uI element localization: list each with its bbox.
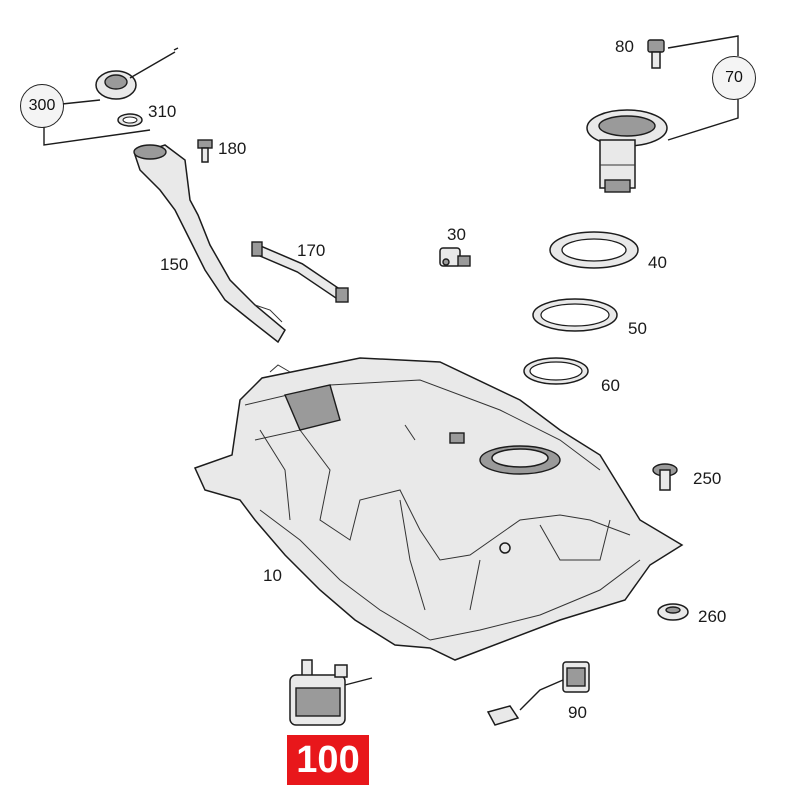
screw-180-part[interactable] [197,139,213,163]
callout-label-250[interactable]: 250 [693,469,722,488]
filler-pipe-part[interactable] [133,144,286,344]
sensor-30-part[interactable] [439,247,471,267]
bolt-250-part[interactable] [652,463,678,491]
fuel-tank-part[interactable] [193,357,684,661]
gasket-50-part[interactable] [532,298,618,332]
callout-label-30[interactable]: 30 [447,225,466,244]
hose-170-part[interactable] [251,241,349,303]
fuel-sender-70-part[interactable] [586,109,668,193]
highlighted-part-number[interactable]: 100 [287,735,369,785]
callout-label-180[interactable]: 180 [218,139,247,158]
group-bracket-300 [43,99,151,146]
sensor-90-part[interactable] [486,661,590,726]
callout-label-90[interactable]: 90 [568,703,587,722]
callout-circle-70[interactable]: 70 [712,56,756,100]
callout-label-60[interactable]: 60 [601,376,620,395]
callout-label-10[interactable]: 10 [263,566,282,585]
callout-label-40[interactable]: 40 [648,253,667,272]
seal-ring-60-part[interactable] [523,357,589,385]
callout-label-150[interactable]: 150 [160,255,189,274]
callout-circle-300[interactable]: 300 [20,84,64,128]
callout-label-80[interactable]: 80 [615,37,634,56]
nut-260-part[interactable] [657,603,689,621]
group-bracket-70 [667,35,739,141]
locking-ring-40-part[interactable] [549,231,639,269]
callout-label-310[interactable]: 310 [148,102,177,121]
callout-label-260[interactable]: 260 [698,607,727,626]
seal-ring-310-part[interactable] [117,113,143,127]
valve-80-part[interactable] [647,39,665,69]
fuel-pump-100-part[interactable] [289,659,373,726]
callout-label-170[interactable]: 170 [297,241,326,260]
callout-label-50[interactable]: 50 [628,319,647,338]
filler-cap-part[interactable] [95,47,179,100]
